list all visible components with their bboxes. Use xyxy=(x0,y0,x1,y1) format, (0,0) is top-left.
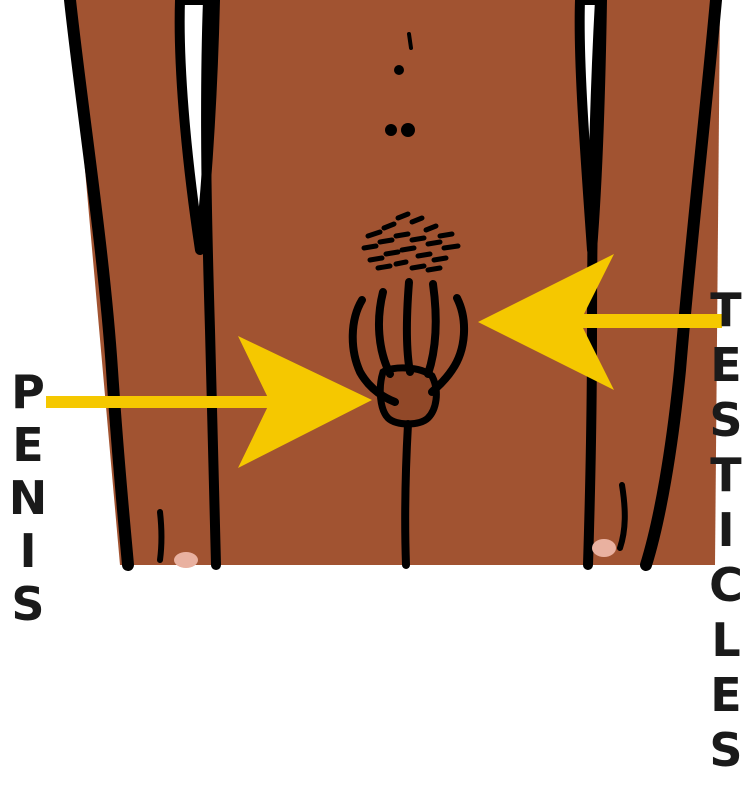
penis-label-letter: S xyxy=(11,578,44,631)
testicles-label-letter: T xyxy=(710,448,741,503)
penis-label-letter: E xyxy=(12,419,43,472)
testicles-label-letter: I xyxy=(717,503,734,558)
testicles-label-letter: C xyxy=(709,558,743,613)
body-figure xyxy=(70,0,720,568)
left-toe xyxy=(174,552,198,568)
testicles-label-letter: E xyxy=(710,668,741,723)
penis-label-letter: N xyxy=(9,472,48,525)
right-toe xyxy=(592,539,616,557)
testicles-label: T E S T I C L E S xyxy=(700,283,752,778)
testicles-label-letter: L xyxy=(711,613,740,668)
penis-label-letter: I xyxy=(19,525,36,578)
testicles-label-letter: T xyxy=(710,283,741,338)
testicles-label-letter: S xyxy=(709,723,742,778)
penis-label-letter: P xyxy=(11,366,45,419)
penis-label: P E N I S xyxy=(4,366,52,631)
testicles-label-letter: E xyxy=(710,338,741,393)
testicles-label-letter: S xyxy=(709,393,742,448)
